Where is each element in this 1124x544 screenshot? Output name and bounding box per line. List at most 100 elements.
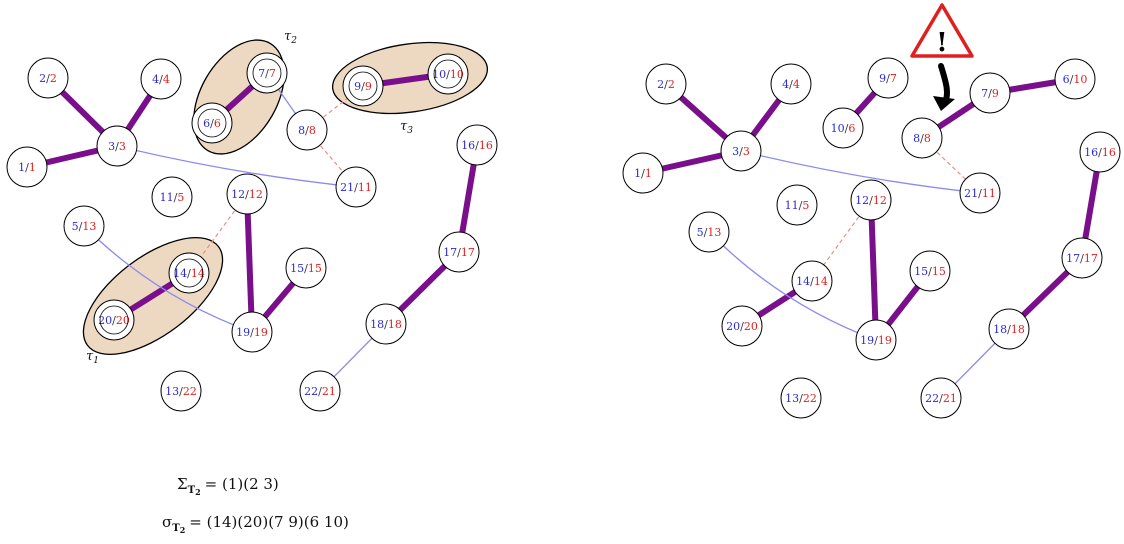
node-label: 4/4: [782, 78, 800, 91]
right-node: 6/10: [1054, 58, 1096, 100]
node-circle: [96, 125, 138, 167]
node-circle: [920, 377, 962, 419]
node-label: 17/17: [1066, 252, 1098, 265]
right-node: 4/4: [770, 63, 812, 105]
node-circle: [1061, 237, 1103, 279]
node-circle: [855, 319, 897, 361]
node-label: 1/1: [634, 167, 652, 180]
node-label: 4/4: [152, 73, 170, 86]
node-circle: [909, 250, 951, 292]
node-circle: [226, 173, 268, 215]
left-node: 2/2: [27, 57, 69, 99]
node-label: 9/7: [879, 72, 897, 85]
right-node: 11/5: [776, 184, 818, 226]
node-circle: [850, 179, 892, 221]
right-node: 9/7: [867, 57, 909, 99]
node-circle: [1054, 58, 1096, 100]
right-node: 19/19: [855, 319, 897, 361]
right-node: 13/22: [780, 377, 822, 419]
node-label: 6/10: [1063, 73, 1088, 86]
node-circle: [285, 247, 327, 289]
node-label: 20/20: [726, 320, 758, 333]
right-node: 20/20: [721, 305, 763, 347]
right-node: 7/9: [969, 72, 1011, 114]
svg-text:ΣT2= (1)(2 3): ΣT2= (1)(2 3): [177, 475, 279, 497]
node-circle: [63, 205, 105, 247]
node-circle: [959, 172, 1001, 214]
node-label: 14/14: [173, 267, 205, 280]
left-node: 16/16: [456, 124, 498, 166]
node-label: 21/11: [340, 181, 372, 194]
node-label: 10/10: [432, 68, 464, 81]
inner-ring-14: [174, 258, 204, 288]
node-label: 6/6: [203, 117, 221, 130]
svg-text:σT2= (14)(20)(7 9)(6 10): σT2= (14)(20)(7 9)(6 10): [162, 513, 349, 535]
node-label: 1/1: [18, 161, 36, 174]
inner-ring-10: [433, 59, 463, 89]
left-node: 8/8: [286, 109, 328, 151]
node-circle: [335, 166, 377, 208]
node-circle: [791, 260, 833, 302]
node-circle: [1079, 131, 1121, 173]
node-label: 19/19: [860, 334, 892, 347]
right-node: 16/16: [1079, 131, 1121, 173]
node-label: 18/18: [370, 318, 402, 331]
node-label: 15/15: [290, 262, 322, 275]
node-circle: [776, 184, 818, 226]
right-node: 1/1: [622, 152, 664, 194]
node-circle: [969, 72, 1011, 114]
left-edge-thick: [244, 191, 255, 335]
node-label: 3/3: [732, 145, 750, 158]
node-label: 18/18: [993, 323, 1025, 336]
group-label-tau-1: τ1: [86, 349, 99, 366]
node-circle: [822, 107, 864, 149]
inner-ring-6: [197, 108, 227, 138]
inner-ring-9: [348, 71, 378, 101]
right-node: 8/8: [901, 117, 943, 159]
right-edge-blue: [740, 150, 981, 194]
node-label: 2/2: [39, 72, 57, 85]
inner-ring-20: [99, 305, 129, 335]
node-label: 11/5: [785, 199, 810, 212]
right-node: 10/6: [822, 107, 864, 149]
node-label: 13/22: [785, 392, 817, 405]
right-edge-thick: [868, 197, 879, 343]
left-node: 1/1: [6, 146, 48, 188]
node-circle: [721, 305, 763, 347]
right-node: 18/18: [988, 308, 1030, 350]
right-node: 14/14: [791, 260, 833, 302]
left-edge-dashed: [306, 129, 357, 188]
node-circle: [456, 124, 498, 166]
left-node: 4/4: [140, 58, 182, 100]
svg-text:!: !: [936, 28, 947, 58]
node-label: 20/20: [98, 314, 130, 327]
group-label-tau-2: τ2: [284, 29, 297, 46]
node-label: 13/22: [165, 385, 197, 398]
node-circle: [645, 63, 687, 105]
right-node: 21/11: [959, 172, 1001, 214]
left-node: 5/13: [63, 205, 105, 247]
node-circle: [901, 117, 943, 159]
node-circle: [6, 146, 48, 188]
left-node: 3/3: [96, 125, 138, 167]
node-circle: [720, 130, 762, 172]
right-node: 12/12: [850, 179, 892, 221]
node-circle: [27, 57, 69, 99]
node-circle: [286, 109, 328, 151]
node-label: 14/14: [796, 275, 828, 288]
left-node: 13/22: [160, 370, 202, 412]
node-label: 12/12: [231, 188, 263, 201]
node-label: 7/7: [258, 67, 276, 80]
group-label-tau-3: τ3: [400, 119, 413, 136]
warning-icon: !: [910, 3, 974, 58]
node-circle: [688, 211, 730, 253]
left-node: 18/18: [365, 303, 407, 345]
node-label: 22/21: [304, 385, 336, 398]
node-label: 8/8: [913, 132, 931, 145]
inner-ring-7: [252, 58, 282, 88]
